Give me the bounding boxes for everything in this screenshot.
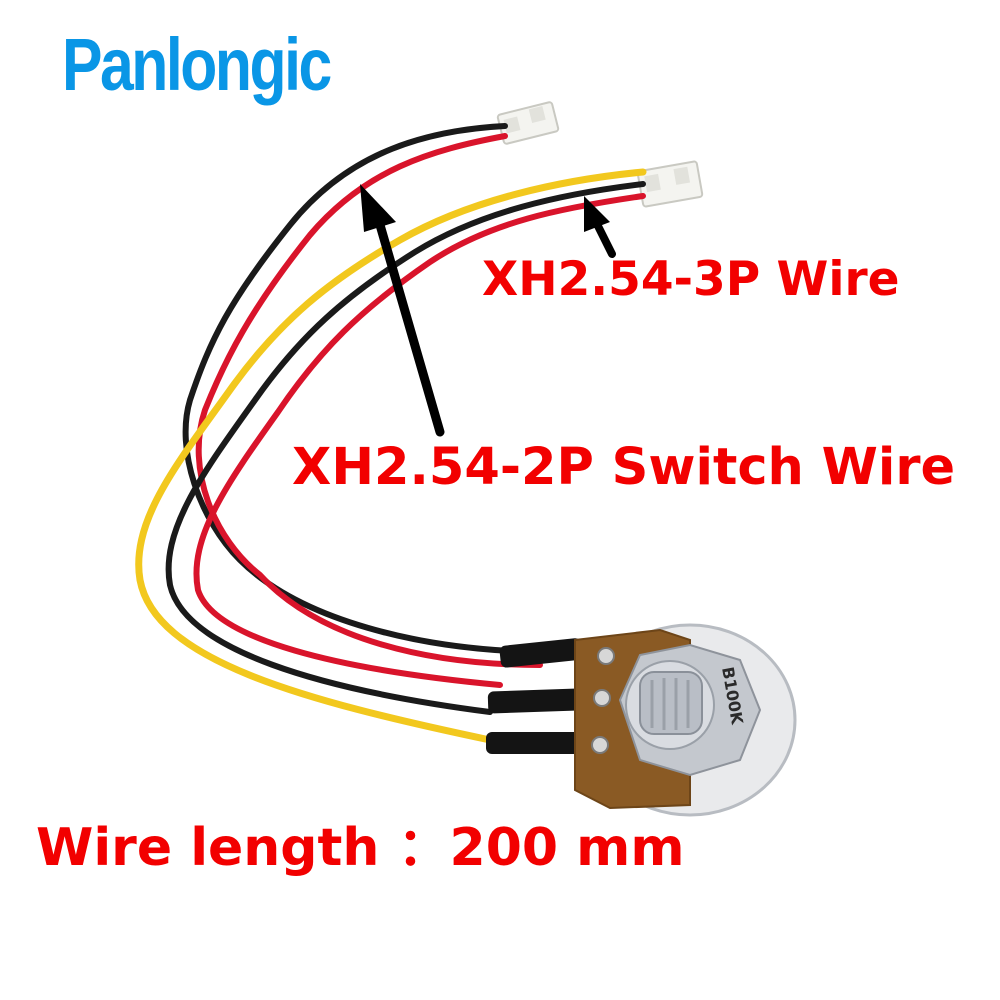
label-3p-wire: XH2.54-3P Wire: [482, 252, 900, 307]
potentiometer: B100K: [574, 623, 797, 817]
connector-3p: [636, 160, 704, 208]
label-2p-switch-wire: XH2.54-2P Switch Wire: [292, 438, 956, 497]
connector-2p: [496, 101, 560, 145]
heat-shrink-sleeves: [486, 638, 583, 754]
arrow-up-left-icon: [584, 196, 616, 258]
brand-logo: Panlongic: [62, 23, 332, 106]
label-wire-length: Wire length ：200 mm: [36, 818, 685, 878]
arrow-up-icon: [360, 184, 445, 437]
switch-wire-pair: [182, 123, 543, 668]
signal-wire-trio: [135, 168, 647, 744]
